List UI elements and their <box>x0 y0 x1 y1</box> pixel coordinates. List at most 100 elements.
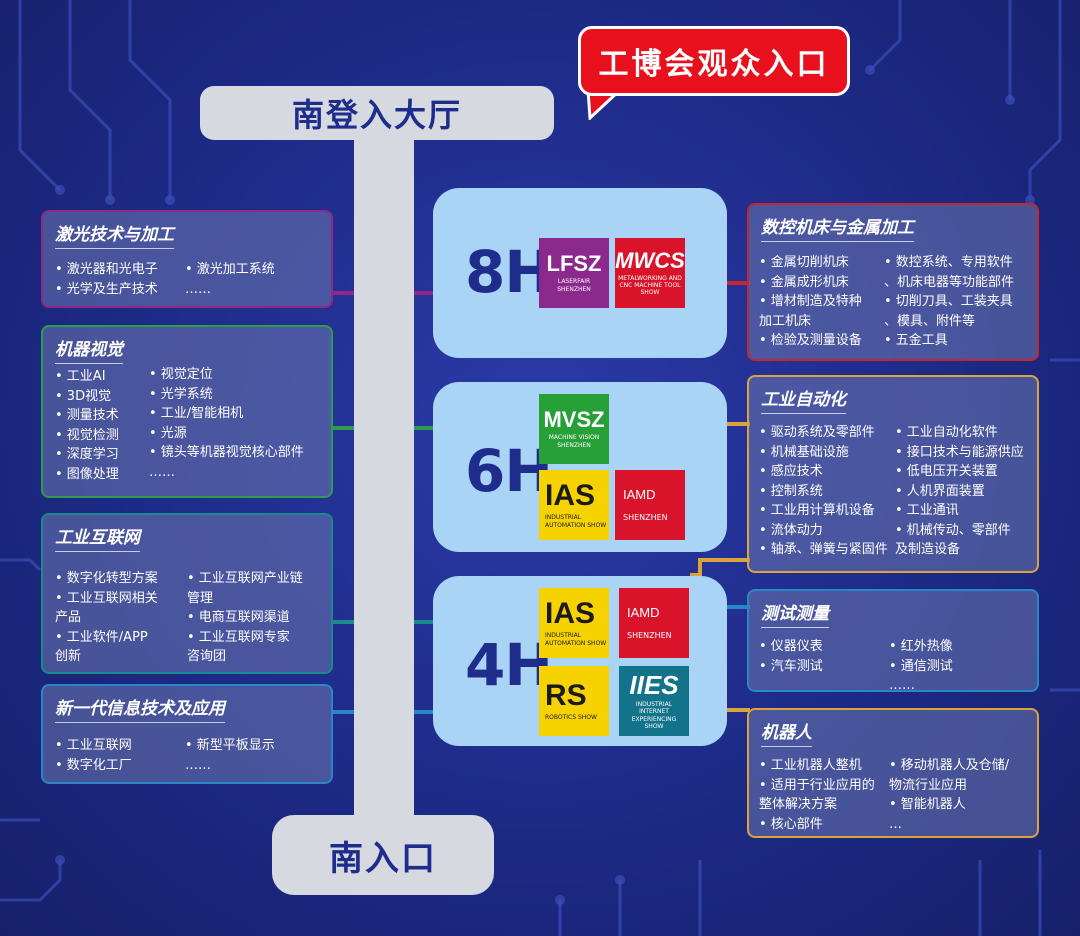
category-automation[interactable]: 工业自动化 • 驱动系统及零部件• 机械基础设施• 感应技术• 控制系统• 工业… <box>747 375 1039 573</box>
category-automation-title: 工业自动化 <box>761 385 846 414</box>
list-item: • 3D视觉 <box>55 388 112 404</box>
category-robot-title: 机器人 <box>761 718 812 747</box>
list-item: • 适用于行业应用的 <box>759 777 875 793</box>
hall-8h[interactable]: 8H LFSZ LASERFAIR SHENZHEN MWCS METALWOR… <box>433 188 727 358</box>
list-item: • 移动机器人及仓储/ <box>889 758 1010 773</box>
category-vision[interactable]: 机器视觉 • 工业AI• 3D视觉• 测量技术• 视觉检测• 深度学习• 图像处… <box>41 325 333 498</box>
list-item: • 汽车测试 <box>759 658 823 674</box>
category-laser-title: 激光技术与加工 <box>55 220 174 249</box>
category-robot-col1: • 工业机器人整机 • 适用于行业应用的 整体解决方案 • 核心部件 <box>759 756 875 834</box>
list-item: • 图像处理 <box>55 466 119 482</box>
list-item: • 工业互联网产业链 <box>187 571 303 586</box>
list-item: • 工业自动化软件 <box>895 425 998 440</box>
list-item: • 光学系统 <box>149 386 213 402</box>
list-item: • 光学及生产技术 <box>55 281 158 297</box>
list-item: • 工业通讯 <box>895 503 959 518</box>
list-item: 整体解决方案 <box>759 797 838 812</box>
list-item: • 数控系统、专用软件 <box>884 255 1013 270</box>
list-item: …… <box>889 678 915 693</box>
list-item: • 仪器仪表 <box>759 639 823 654</box>
list-item: • 工业/智能相机 <box>149 406 244 421</box>
list-item: … <box>889 816 902 832</box>
list-item: …… <box>149 464 175 480</box>
list-item: • 轴承、弹簧与紧固件 <box>759 542 888 557</box>
mwcs-logo: MWCS METALWORKING AND CNC MACHINE TOOL S… <box>615 238 685 308</box>
list-item: • 控制系统 <box>759 483 823 499</box>
list-item: 创新 <box>55 649 82 664</box>
category-robot-col2: • 移动机器人及仓储/ 物流行业应用• 智能机器人… <box>889 756 1009 834</box>
hall-6h-label: 6H <box>465 437 553 505</box>
list-item: • 数字化转型方案 <box>55 571 158 586</box>
list-item: • 镜头等机器视觉核心部件 <box>149 445 304 460</box>
lfsz-logo: LFSZ LASERFAIR SHENZHEN <box>539 238 609 308</box>
category-testing-col1: • 仪器仪表 • 汽车测试 <box>759 637 823 676</box>
list-item: 咨询团 <box>187 649 227 664</box>
south-entrance-label: 南入口 <box>272 815 494 895</box>
list-item: • 检验及测量设备 <box>759 333 862 348</box>
walkway <box>354 130 414 830</box>
list-item: • 五金工具 <box>884 333 948 348</box>
list-item: 加工机床 <box>759 313 812 329</box>
category-laser-col2: • 激光加工系统…… <box>185 260 275 299</box>
list-item: • 工业互联网相关 <box>55 590 158 606</box>
hall-4h[interactable]: 4H IAS INDUSTRIAL AUTOMATION SHOW IAMD S… <box>433 576 727 746</box>
list-item: 产品 <box>55 610 82 625</box>
list-item: • 低电压开关装置 <box>895 464 998 479</box>
iamd-logo: IAMD SHENZHEN <box>615 470 685 540</box>
category-cnc[interactable]: 数控机床与金属加工 • 金属切削机床• 金属成形机床• 增材制造及特种 加工机床… <box>747 203 1039 361</box>
list-item: • 工业机器人整机 <box>759 758 862 773</box>
iamd-logo-4h: IAMD SHENZHEN <box>619 588 689 658</box>
list-item: • 新型平板显示 <box>185 738 275 753</box>
list-item: • 核心部件 <box>759 816 823 832</box>
category-automation-col2: • 工业自动化软件 • 接口技术与能源供应 • 低电压开关装置 • 人机界面装置 • 工… <box>895 423 1024 560</box>
list-item: • 数字化工厂 <box>55 757 132 773</box>
list-item: • 测量技术 <box>55 408 119 423</box>
category-robot[interactable]: 机器人 • 工业机器人整机 • 适用于行业应用的 整体解决方案 • 核心部件 • 移… <box>747 708 1039 838</box>
hall-4h-label: 4H <box>465 631 553 699</box>
list-item: • 光源 <box>149 425 187 441</box>
list-item: • 切削刀具、工装夹具 <box>884 294 1013 309</box>
list-item: …… <box>185 757 211 773</box>
list-item: • 驱动系统及零部件 <box>759 425 875 440</box>
hall-8h-label: 8H <box>465 238 553 306</box>
list-item: • 机械传动、零部件 <box>895 522 1011 538</box>
list-item: • 红外热像 <box>889 639 953 654</box>
category-laser-col1: • 激光器和光电子 • 光学及生产技术 <box>55 260 158 299</box>
category-iiot-col2: • 工业互联网产业链 管理• 电商互联网渠道• 工业互联网专家 咨询团 <box>187 569 303 667</box>
list-item: • 人机界面装置 <box>895 483 985 499</box>
list-item: • 金属切削机床 <box>759 255 849 270</box>
list-item: • 流体动力 <box>759 522 823 538</box>
visitor-entrance-bubble: 工博会观众入口 <box>578 26 850 96</box>
list-item: • 激光加工系统 <box>185 262 275 277</box>
list-item: • 工业AI <box>55 369 106 384</box>
category-testing[interactable]: 测试测量 • 仪器仪表• 汽车测试 • 红外热像• 通信测试…… <box>747 589 1039 693</box>
list-item: • 接口技术与能源供应 <box>895 444 1024 460</box>
list-item: • 激光器和光电子 <box>55 262 158 277</box>
category-iiot[interactable]: 工业互联网 • 数字化转型方案• 工业互联网相关 产品• 工业软件/APP 创新… <box>41 513 333 674</box>
iies-logo: IIES INDUSTRIAL INTERNET EXPERIENCING SH… <box>619 666 689 736</box>
mvsz-logo: MVSZ MACHINE VISION SHENZHEN <box>539 394 609 464</box>
ias-logo-4h: IAS INDUSTRIAL AUTOMATION SHOW <box>539 588 609 658</box>
category-vision-col2: • 视觉定位• 光学系统• 工业/智能相机• 光源• 镜头等机器视觉核心部件…… <box>149 365 304 482</box>
category-it-col2: • 新型平板显示 …… <box>185 736 275 775</box>
list-item: 及制造设备 <box>895 542 961 557</box>
hall-6h[interactable]: 6H MVSZ MACHINE VISION SHENZHEN IAS INDU… <box>433 382 727 552</box>
category-it[interactable]: 新一代信息技术及应用 • 工业互联网• 数字化工厂 • 新型平板显示…… <box>41 684 333 784</box>
list-item: • 工业用计算机设备 <box>759 503 875 518</box>
list-item: • 金属成形机床 <box>759 274 849 290</box>
category-iiot-col1: • 数字化转型方案• 工业互联网相关 产品• 工业软件/APP 创新 <box>55 569 158 667</box>
list-item: • 电商互联网渠道 <box>187 610 290 625</box>
category-it-col1: • 工业互联网 • 数字化工厂 <box>55 736 132 775</box>
list-item: • 视觉检测 <box>55 427 119 443</box>
category-cnc-col2: • 数控系统、专用软件、机床电器等功能部件• 切削刀具、工装夹具、模具、附件等•… <box>884 253 1014 351</box>
list-item: • 工业互联网 <box>55 738 132 753</box>
list-item: • 机械基础设施 <box>759 444 849 460</box>
rs-logo: RS ROBOTICS SHOW <box>539 666 609 736</box>
list-item: • 增材制造及特种 <box>759 294 862 309</box>
category-cnc-col1: • 金属切削机床 • 金属成形机床 • 增材制造及特种 加工机床 • 检验及测量设备 <box>759 253 862 351</box>
ias-logo: IAS INDUSTRIAL AUTOMATION SHOW <box>539 470 609 540</box>
category-laser[interactable]: 激光技术与加工 • 激光器和光电子 • 光学及生产技术 • 激光加工系统…… <box>41 210 333 308</box>
category-vision-title: 机器视觉 <box>55 335 123 364</box>
list-item: • 工业互联网专家 <box>187 629 290 645</box>
